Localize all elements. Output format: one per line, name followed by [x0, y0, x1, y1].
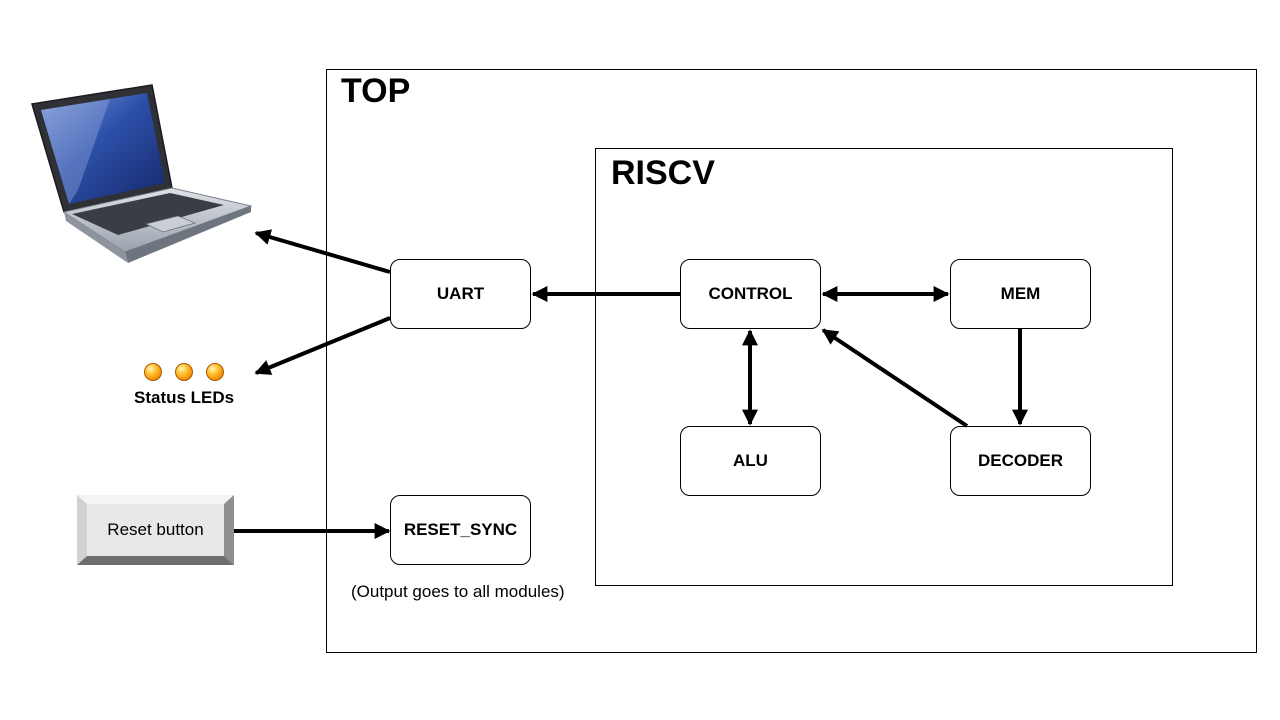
arrow-uart-to-laptop	[254, 229, 391, 274]
reset-button-label: Reset button	[87, 504, 224, 556]
alu-block: ALU	[680, 426, 821, 496]
arrow-decoder-to-control	[821, 328, 969, 428]
control-block: CONTROL	[680, 259, 821, 329]
laptop-icon	[31, 84, 253, 263]
reset-output-note: (Output goes to all modules)	[351, 582, 565, 601]
status-leds-label: Status LEDs	[134, 388, 235, 407]
reset-sync-block: RESET_SYNC	[390, 495, 531, 565]
uart-block: UART	[390, 259, 531, 329]
reset-button-bevel	[77, 495, 234, 565]
top-frame-title: TOP	[341, 72, 411, 110]
riscv-frame-title: RISCV	[611, 154, 715, 192]
status-led-3	[206, 363, 224, 381]
reset-button: Reset button	[77, 495, 234, 565]
decoder-block: DECODER	[950, 426, 1091, 496]
arrow-uart-to-status-leds	[254, 316, 391, 375]
status-led-2	[175, 363, 193, 381]
status-led-1	[144, 363, 162, 381]
riscv-frame	[595, 148, 1173, 586]
top-frame	[326, 69, 1257, 653]
mem-block: MEM	[950, 259, 1091, 329]
